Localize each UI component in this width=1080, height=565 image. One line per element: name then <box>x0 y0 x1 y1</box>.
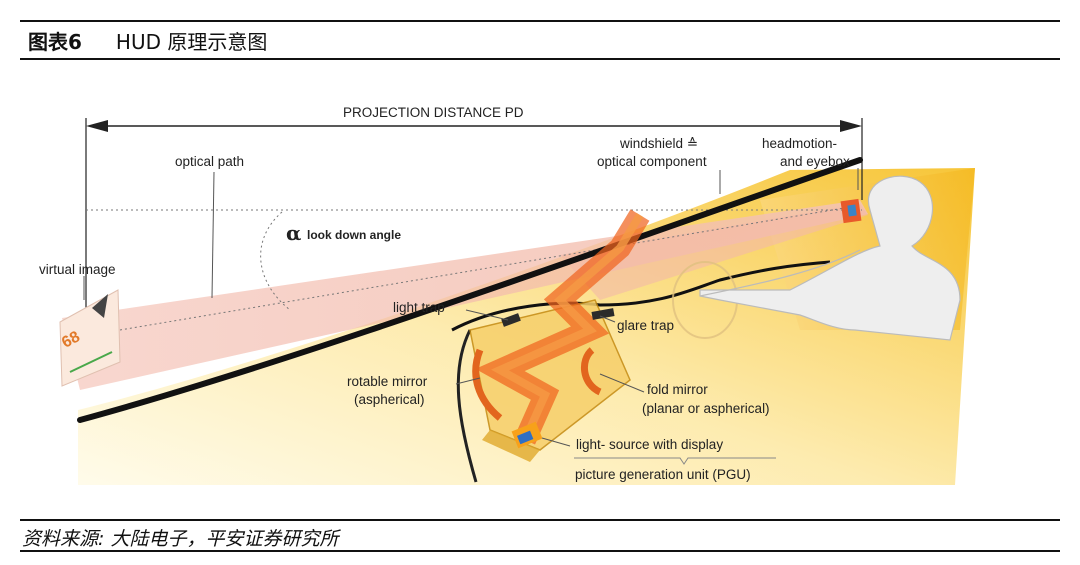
optical-path-label: optical path <box>175 154 244 169</box>
pd-arrow-left <box>86 120 108 132</box>
glare-trap-label: glare trap <box>617 318 674 333</box>
headmotion-label-line2: and eyebox <box>780 154 850 169</box>
rotable-mirror-label-line2: (aspherical) <box>354 392 425 407</box>
light-source-label: light- source with display <box>576 437 723 452</box>
footer-bottom-rule <box>20 550 1060 552</box>
eyebox-inner <box>847 204 856 216</box>
rotable-mirror-label-line1: rotable mirror <box>347 374 428 389</box>
fold-mirror-label-line1: fold mirror <box>647 382 708 397</box>
virtual-image-label: virtual image <box>39 262 116 277</box>
source-note: 资料来源: 大陆电子，平安证券研究所 <box>22 524 338 551</box>
fold-mirror-label-line2: (planar or aspherical) <box>642 401 770 416</box>
windshield-label-line1: windshield ≙ <box>619 136 698 151</box>
pgu-label: picture generation unit (PGU) <box>575 467 751 482</box>
look-down-angle-label: look down angle <box>307 228 401 242</box>
optical-path-leader <box>212 172 214 298</box>
headmotion-label-line1: headmotion- <box>762 136 837 151</box>
footer-top-rule <box>20 519 1060 521</box>
alpha-symbol: α <box>286 221 301 245</box>
pd-arrow-right <box>840 120 862 132</box>
light-trap-label: light trap <box>393 300 445 315</box>
windshield-label-line2: optical component <box>597 154 707 169</box>
projection-distance-label: PROJECTION DISTANCE PD <box>343 105 524 120</box>
